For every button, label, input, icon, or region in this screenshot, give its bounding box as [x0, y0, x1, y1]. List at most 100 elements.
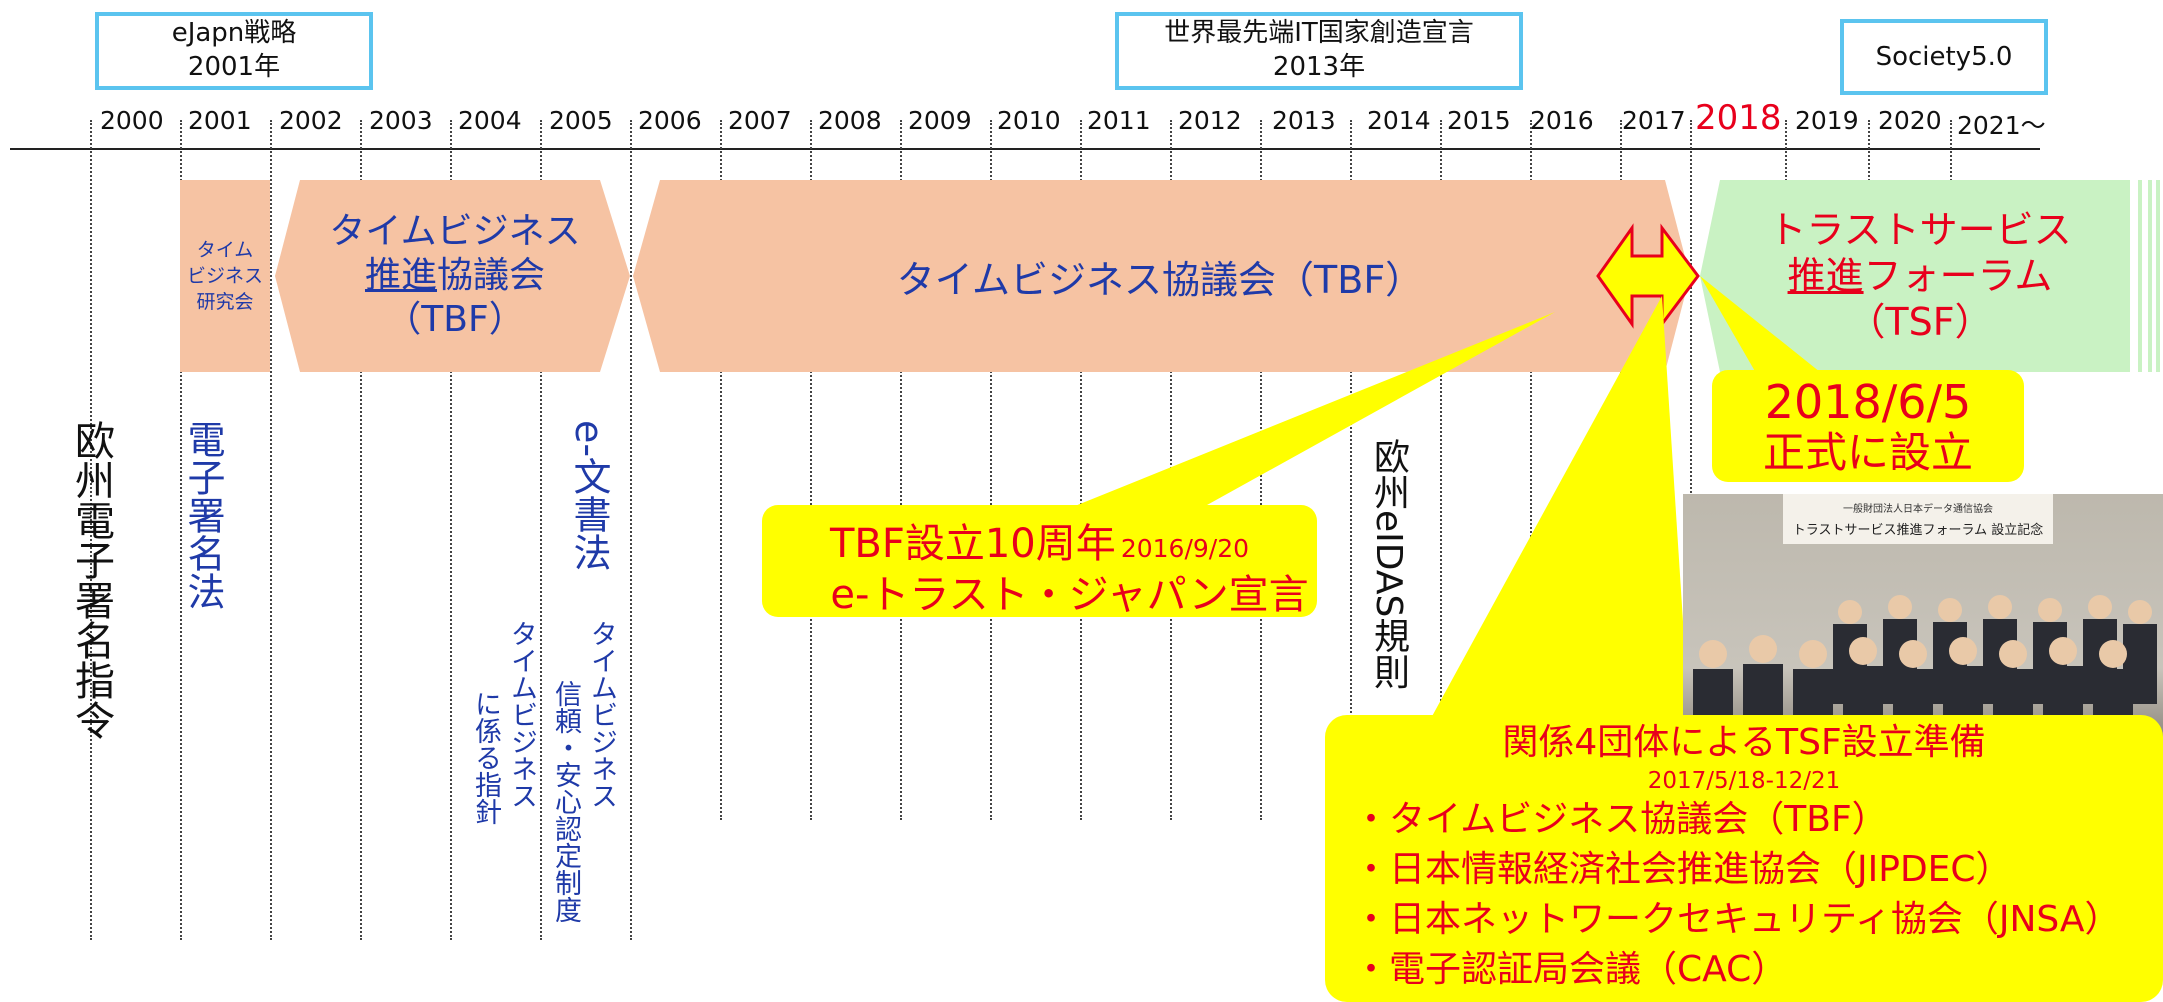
tb-guideline-line1: タイムビジネス: [506, 620, 537, 809]
gridline: [900, 120, 902, 820]
society5-box: Society5.0: [1840, 19, 2048, 95]
tsf-est-pointer: [1700, 276, 1830, 380]
gridline: [450, 120, 452, 940]
year-label: 2000: [100, 106, 164, 135]
prep-pointer: [1430, 296, 1690, 730]
suishin-line2: 推進協議会: [365, 254, 545, 298]
phase-tbf: タイムビジネス協議会（TBF）: [660, 180, 1660, 372]
tbf-arrow: [633, 180, 1690, 372]
gridline: [180, 120, 182, 940]
gridline: [1440, 120, 1442, 720]
suishin-line3: （TBF）: [385, 299, 525, 340]
phase-kenkyukai: タイム ビジネス 研究会: [180, 180, 270, 372]
year-label: 2017: [1622, 106, 1686, 135]
kenkyukai-line3: 研究会: [196, 291, 254, 313]
gridline: [90, 120, 92, 940]
year-label: 2007: [728, 106, 792, 135]
phase-tsf: トラストサービス 推進フォーラム （TSF）: [1720, 180, 2120, 372]
gridline: [630, 120, 632, 940]
year-label: 2011: [1087, 106, 1151, 135]
tsf-line1: トラストサービス: [1768, 208, 2072, 252]
prep-list-item: ・電子認証局会議（CAC）: [1353, 949, 1788, 990]
gridline: [990, 120, 992, 820]
year-label: 2009: [908, 106, 972, 135]
ejapan-box-line2: 2001年: [187, 52, 281, 82]
year-label: 2019: [1795, 106, 1859, 135]
tsf-line2: 推進フォーラム: [1788, 253, 2053, 299]
prep-date: 2017/5/18-12/21: [1647, 768, 1841, 794]
tsf-band-edge: [2156, 180, 2160, 372]
eu-eidas-regulation: 欧州eIDAS規則: [1368, 438, 1409, 690]
tsf-underlined: 推進: [1787, 254, 1864, 298]
year-label: 2016: [1530, 106, 1594, 135]
suishin-line1: タイムビジネス: [329, 211, 581, 252]
photo-banner: 一般財団法人日本データ通信協会 トラストサービス推進フォーラム 設立記念: [1783, 494, 2053, 544]
gridline: [720, 120, 722, 820]
gridline: [360, 120, 362, 940]
society-box-label: Society5.0: [1875, 42, 2013, 72]
suishin-arrow: [275, 180, 630, 372]
ejapan-box-line1: eJapn戦略: [171, 18, 297, 48]
tbf10-pointer: [1065, 312, 1555, 520]
photo-banner-line2: トラストサービス推進フォーラム 設立記念: [1792, 523, 2044, 538]
tb-certification-line1: タイムビジネス: [586, 620, 617, 809]
year-label: 2012: [1178, 106, 1242, 135]
tsf-established-text: 正式に設立: [1762, 428, 1973, 477]
tbf-label: タイムビジネス協議会（TBF）: [896, 257, 1424, 302]
year-label: 2020: [1878, 106, 1942, 135]
kenkyukai-line1: タイム: [196, 239, 254, 261]
tbf10-title: TBF設立10周年: [829, 521, 1116, 567]
tsf-established-callout: 2018/6/5 正式に設立: [1712, 370, 2024, 482]
gridline: [810, 120, 812, 820]
year-label: 2002: [279, 106, 343, 135]
year-label: 2005: [549, 106, 613, 135]
gridline: [540, 120, 542, 940]
tsf-band-edge: [2138, 180, 2142, 372]
prep-title: 関係4団体によるTSF設立準備: [1502, 722, 1986, 763]
gridline: [270, 120, 272, 940]
year-label: 2003: [369, 106, 433, 135]
tsf-established-date: 2018/6/5: [1764, 375, 1972, 429]
year-label-highlight: 2018: [1695, 98, 1782, 138]
tsf-band-edge: [2148, 180, 2152, 372]
gridline: [1690, 120, 1692, 720]
year-label: 2008: [818, 106, 882, 135]
year-label: 2013: [1272, 106, 1336, 135]
kenkyukai-line2: ビジネス: [186, 265, 263, 287]
kenkyukai-band: [180, 180, 270, 372]
eu-signature-directive: 欧州電子署名指令: [68, 420, 114, 740]
tbf10-declaration: e-トラスト・ジャパン宣言: [830, 572, 1309, 618]
tsf-preparation-callout: 関係4団体によるTSF設立準備 2017/5/18-12/21 ・タイムビジネス…: [1325, 715, 2163, 1002]
year-label: 2001: [188, 106, 252, 135]
tbf10-title-line: TBF設立10周年 2016/9/20: [762, 511, 1317, 569]
year-label: 2010: [997, 106, 1061, 135]
tsf-band: [1700, 180, 2130, 372]
tsf-line3: （TSF）: [1847, 300, 1993, 344]
phase-suishin: タイムビジネス 推進協議会 （TBF）: [290, 180, 620, 372]
tbf10-date: 2016/9/20: [1120, 534, 1250, 563]
prep-list: ・タイムビジネス協議会（TBF） ・日本情報経済社会推進協会（JIPDEC） ・…: [1325, 795, 2163, 995]
timeline-axis: [10, 148, 2040, 150]
it-box-line2: 2013年: [1272, 52, 1366, 82]
tb-certification-line2: 信頼・安心認定制度: [550, 680, 581, 923]
year-label: 2021～: [1957, 111, 2046, 140]
it-nation-declaration-box: 世界最先端IT国家創造宣言 2013年: [1115, 12, 1523, 90]
suishin-underlined: 推進: [364, 255, 437, 296]
transition-double-arrow: [1596, 223, 1700, 329]
it-box-line1: 世界最先端IT国家創造宣言: [1164, 18, 1474, 48]
prep-list-item: ・タイムビジネス協議会（TBF）: [1353, 799, 1888, 840]
prep-list-item: ・日本ネットワークセキュリティ協会（JNSA）: [1353, 899, 2121, 940]
year-label: 2004: [458, 106, 522, 135]
tsf-line2-rest: フォーラム: [1863, 254, 2053, 298]
gridline: [1080, 120, 1082, 820]
gridline: [1530, 120, 1532, 720]
year-label: 2006: [638, 106, 702, 135]
year-label: 2015: [1447, 106, 1511, 135]
prep-list-item: ・日本情報経済社会推進協会（JIPDEC）: [1353, 849, 2012, 890]
photo-banner-line1: 一般財団法人日本データ通信協会: [1843, 504, 1993, 515]
ejapan-strategy-box: eJapn戦略 2001年: [95, 12, 373, 90]
tbf10-callout: TBF設立10周年 2016/9/20 e-トラスト・ジャパン宣言: [762, 505, 1317, 618]
suishin-line2-rest: 協議会: [437, 255, 546, 296]
year-label: 2014: [1367, 106, 1431, 135]
